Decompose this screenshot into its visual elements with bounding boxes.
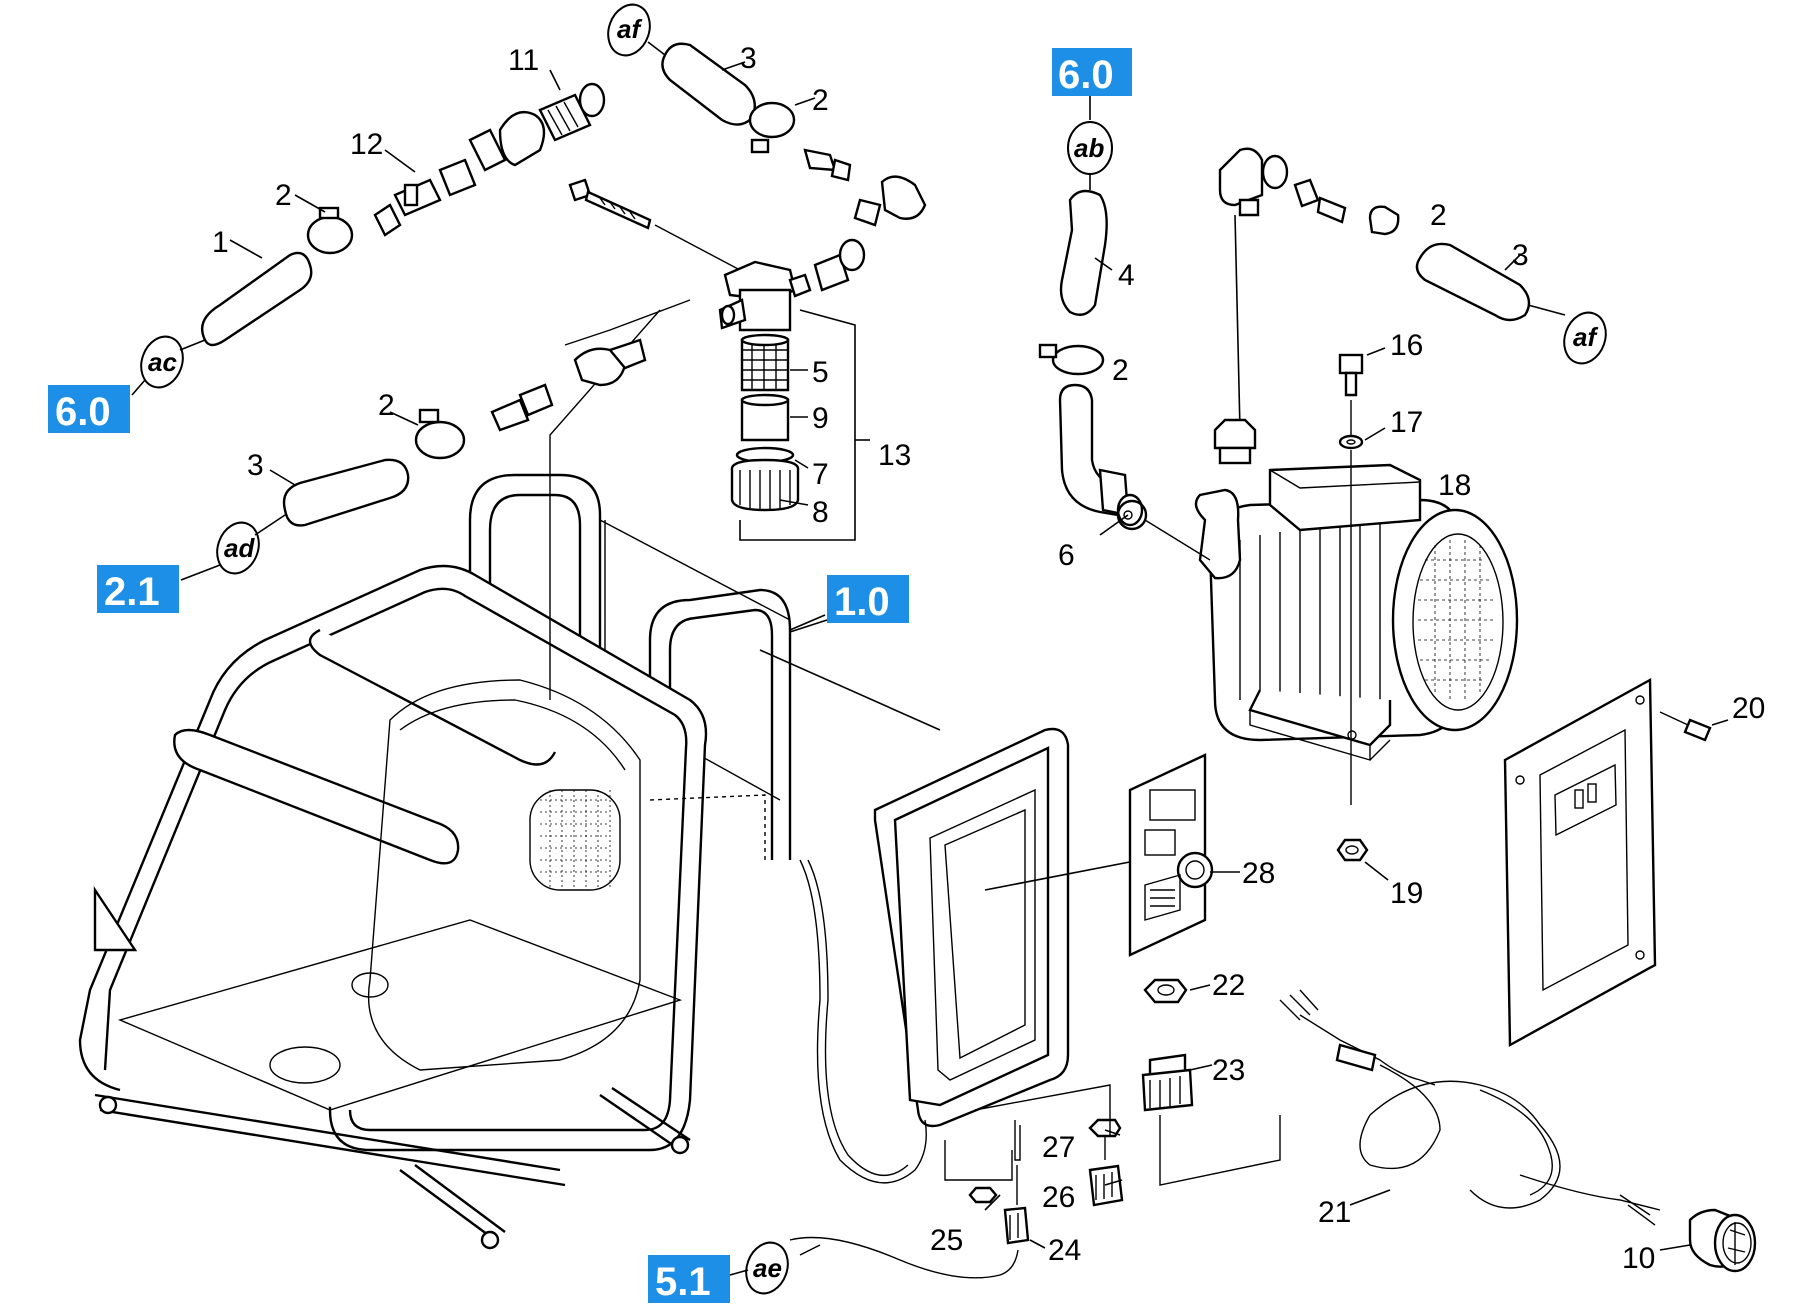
- part-label-2-right: 2: [1430, 199, 1447, 232]
- section-badge-6-0-left: 6.0: [48, 379, 146, 434]
- svg-text:6.0: 6.0: [55, 390, 111, 434]
- part-label-12: 12: [350, 128, 383, 161]
- circuit-board: [1128, 753, 1240, 957]
- pump-motor: [1194, 463, 1519, 761]
- part-label-23: 23: [1212, 1054, 1245, 1087]
- part-label-21: 21: [1318, 1196, 1351, 1229]
- section-badge-2-1: 2.1: [97, 564, 221, 614]
- part-label-1: 1: [212, 226, 229, 259]
- control-box: [873, 727, 1141, 1128]
- svg-text:af: af: [617, 14, 642, 44]
- svg-text:1.0: 1.0: [834, 580, 890, 624]
- side-panel: [1503, 677, 1729, 1048]
- part-labels: 11 3 2 12 2 1 5 9 13 7 8 2 3 4 2 6 2 3 1…: [212, 42, 1765, 1275]
- part-label-4: 4: [1118, 259, 1135, 292]
- svg-text:af: af: [1573, 322, 1598, 352]
- hose-right: [1415, 242, 1566, 322]
- inlet-assembly: [200, 69, 606, 347]
- section-badge-6-0-top: 6.0: [1052, 48, 1132, 120]
- part-label-25: 25: [930, 1224, 963, 1257]
- part-label-26: 26: [1042, 1181, 1075, 1214]
- sensor-cable: [789, 1236, 1019, 1279]
- suction-hose: [1038, 170, 1211, 561]
- power-cable: [1279, 989, 1757, 1273]
- svg-text:ab: ab: [1074, 133, 1104, 163]
- part-label-28: 28: [1242, 857, 1275, 890]
- frame-cable: [649, 794, 927, 1184]
- ref-tag-ab: ab: [1067, 121, 1113, 175]
- bolt-washer-nut: [1336, 347, 1389, 881]
- part-label-6: 6: [1058, 539, 1075, 572]
- part-label-27: 27: [1042, 1131, 1075, 1164]
- svg-text:ac: ac: [148, 347, 177, 377]
- frame-assembly: [78, 473, 941, 1250]
- vent-grille: [529, 789, 621, 891]
- part-label-20: 20: [1732, 692, 1765, 725]
- part-label-10: 10: [1622, 1242, 1655, 1275]
- part-label-22: 22: [1212, 969, 1245, 1002]
- cable-glands: [944, 978, 1281, 1249]
- part-label-17: 17: [1390, 406, 1423, 439]
- ref-tag-ae: ae: [745, 1241, 789, 1295]
- part-label-3-top: 3: [740, 42, 757, 75]
- svg-text:ae: ae: [753, 1253, 782, 1283]
- outlet-elbow-fittings: [1213, 147, 1400, 465]
- part-label-7: 7: [812, 458, 829, 491]
- svg-text:6.0: 6.0: [1058, 53, 1114, 97]
- bypass-hose-mid: [269, 338, 647, 527]
- svg-text:2.1: 2.1: [104, 570, 160, 614]
- part-label-8: 8: [812, 496, 829, 529]
- part-label-2-left: 2: [275, 179, 292, 212]
- reference-tags: af af ab ac ad ae: [140, 3, 1607, 1295]
- ref-tag-ad: ad: [216, 514, 286, 575]
- part-label-13: 13: [878, 439, 911, 472]
- bypass-hose-top: [647, 41, 927, 227]
- ref-tag-ac: ac: [140, 335, 206, 389]
- svg-text:5.1: 5.1: [655, 1260, 711, 1304]
- part-label-18: 18: [1438, 469, 1471, 502]
- section-badges: 6.0 6.0 2.1 1.0 5.1: [48, 48, 1132, 1304]
- ref-tag-af-right: af: [1563, 311, 1607, 365]
- svg-text:ad: ad: [224, 533, 255, 563]
- part-label-3-right: 3: [1512, 239, 1529, 272]
- part-label-2-mid: 2: [378, 389, 395, 422]
- part-label-2-top: 2: [812, 84, 829, 117]
- part-label-19: 19: [1390, 877, 1423, 910]
- ref-tag-af-top: af: [607, 3, 651, 57]
- part-label-5: 5: [812, 356, 829, 389]
- part-label-16: 16: [1390, 329, 1423, 362]
- section-badge-1-0: 1.0: [789, 575, 909, 633]
- filter-assembly: [549, 178, 870, 700]
- part-label-24: 24: [1048, 1234, 1081, 1267]
- part-label-3-left: 3: [247, 449, 264, 482]
- part-label-11: 11: [508, 44, 539, 77]
- part-label-2-hose: 2: [1112, 354, 1129, 387]
- part-label-9: 9: [812, 402, 829, 435]
- section-badge-5-1: 5.1: [648, 1255, 749, 1304]
